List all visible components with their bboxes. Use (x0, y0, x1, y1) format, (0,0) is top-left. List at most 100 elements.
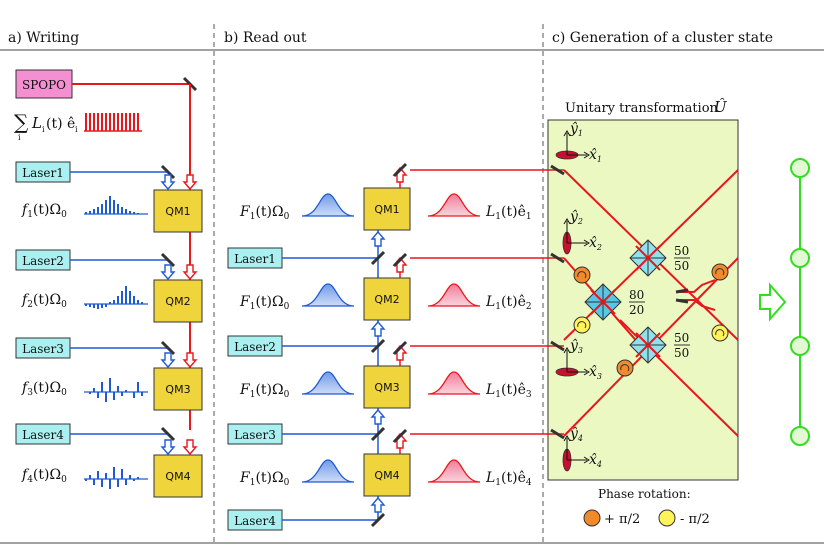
section-title-writing: a) Writing (8, 30, 79, 46)
write-laser-4-label: Laser4 (22, 428, 64, 442)
splitter-1-bottom: 50 (674, 259, 689, 273)
write-qm-4-box (153, 454, 203, 498)
unitary-symbol: Û (714, 98, 728, 116)
read-qm-2-box (363, 277, 411, 321)
result-arrow (759, 282, 787, 322)
read-red-pulse-1 (427, 193, 481, 217)
read-qm-3-box (363, 365, 411, 409)
read-qm-2-label: QM2 (374, 293, 399, 306)
cluster-node-4 (790, 426, 810, 446)
read-control-3: F1(t)Ω0 (239, 382, 290, 400)
write-pulse-1 (84, 196, 148, 215)
svg-text:F1(t)Ω0: F1(t)Ω0 (239, 204, 290, 222)
write-red-arrow-4 (182, 439, 198, 456)
svg-text:- π/2: - π/2 (680, 512, 710, 527)
write-qm-1-box (153, 189, 203, 233)
read-qm-1-box (363, 187, 411, 231)
read-qm-3-label: QM3 (374, 381, 399, 394)
svg-text:∑: ∑ (14, 110, 29, 134)
write-control-4: f4(t)Ω0 (21, 467, 67, 485)
svg-text:f4(t)Ω0: f4(t)Ω0 (21, 467, 67, 485)
read-red-pulse-4 (427, 459, 481, 483)
mode-2-x: x̂2 (589, 235, 602, 252)
read-output-2: L1(t)ê2 (485, 294, 532, 312)
write-pulse-4 (84, 467, 148, 489)
write-blue-arrow-4 (160, 439, 176, 456)
mode-1-y: ŷ1 (569, 120, 583, 138)
read-output-3: L1(t)ê3 (485, 382, 532, 400)
read-blue-pulse-2 (301, 283, 355, 307)
splitter-2-top: 80 (629, 288, 644, 302)
read-blue-arrow-2 (370, 320, 386, 337)
write-red-arrow-2 (182, 264, 198, 281)
read-blue-arrow-4 (370, 496, 386, 513)
write-qm-2-label: QM2 (165, 295, 190, 308)
svg-text:f1(t)Ω0: f1(t)Ω0 (21, 202, 67, 220)
read-blue-pulse-3 (301, 371, 355, 395)
write-pulse-2 (84, 286, 148, 309)
mode-3-y: ŷ3 (569, 337, 583, 355)
write-pulse-3 (84, 378, 148, 402)
read-out-mirror-3 (392, 340, 408, 356)
section-title-readout: b) Read out (224, 30, 307, 46)
sum-label: ∑ i L i (t) ê i (14, 110, 78, 142)
read-control-2: F1(t)Ω0 (239, 294, 290, 312)
write-control-2: f2(t)Ω0 (21, 292, 67, 310)
read-laser-4-label: Laser4 (234, 514, 276, 528)
mode-axes-4: ŷ4x̂4 (562, 425, 602, 472)
write-qm-4-label: QM4 (165, 470, 190, 483)
svg-text:L1(t)ê3: L1(t)ê3 (485, 382, 532, 400)
svg-text:L1(t)ê2: L1(t)ê2 (485, 294, 532, 312)
svg-text:L1(t)ê4: L1(t)ê4 (485, 470, 532, 488)
phase-rotator-2 (573, 316, 591, 334)
red-pulse-train (84, 113, 142, 132)
svg-text:i: i (42, 125, 45, 134)
svg-text:F1(t)Ω0: F1(t)Ω0 (239, 382, 290, 400)
write-laser-2-label: Laser2 (22, 254, 64, 268)
svg-text:L1(t)ê1: L1(t)ê1 (485, 204, 532, 222)
read-in-mirror-4 (370, 512, 386, 528)
write-qm-2-box (153, 279, 203, 323)
svg-text:L: L (31, 114, 42, 132)
writing-section: SPOPO ∑ i L i (t) ê i Laser1QM1f1(t)Ω0La… (14, 69, 203, 498)
read-output-4: L1(t)ê4 (485, 470, 532, 488)
write-qm-1-label: QM1 (165, 205, 190, 218)
mode-1-x: x̂1 (589, 147, 602, 164)
phase-title: Phase rotation: (598, 487, 691, 501)
spopo-label: SPOPO (22, 78, 66, 92)
cluster-graph (790, 158, 810, 446)
panel-mirrors (550, 164, 689, 440)
write-blue-arrow-1 (160, 174, 176, 191)
section-title-cluster: c) Generation of a cluster state (552, 30, 773, 46)
svg-text:f2(t)Ω0: f2(t)Ω0 (21, 292, 67, 310)
read-qm-4-label: QM4 (374, 469, 399, 482)
write-red-arrow-3 (182, 352, 198, 369)
read-laser-2-label: Laser2 (234, 340, 276, 354)
read-laser-1-label: Laser1 (234, 252, 276, 266)
cluster-node-3 (790, 336, 810, 356)
mode-3-x: x̂3 (589, 364, 602, 381)
cluster-node-2 (790, 248, 810, 268)
read-in-mirror-1 (370, 250, 386, 266)
mode-4-y: ŷ4 (569, 425, 583, 443)
phase-rotator-4 (711, 263, 729, 281)
mode-2-y: ŷ2 (569, 208, 583, 226)
phase-rotator-3 (616, 359, 634, 377)
read-out-mirror-4 (392, 428, 408, 444)
write-mirror-2 (160, 252, 176, 268)
mode-axes-1: ŷ1 x̂1 (555, 120, 602, 164)
read-out-mirror-1 (392, 162, 408, 178)
read-output-1: L1(t)ê1 (485, 204, 532, 222)
splitter-2-bottom: 20 (629, 303, 644, 317)
write-mirror-3 (160, 340, 176, 356)
read-qm-4-box (363, 453, 411, 497)
